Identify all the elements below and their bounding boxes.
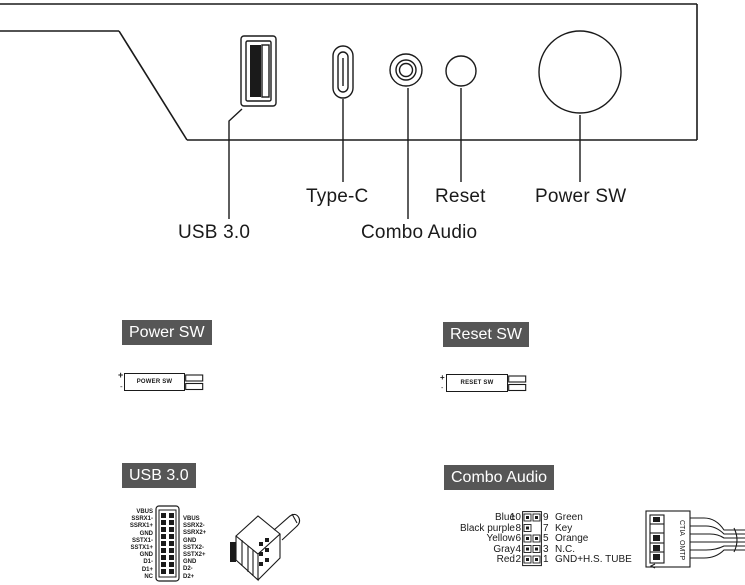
usb30-pin-label: VBUS xyxy=(183,516,200,522)
usb30-port-icon xyxy=(240,35,277,107)
reset-sw-plus-sign: + xyxy=(440,373,445,382)
audio-right-label: Orange xyxy=(555,533,589,544)
power-sw-connector: POWER SW xyxy=(124,373,185,391)
audio-left-label: Blue xyxy=(494,512,515,523)
usb30-pin-label: D1+ xyxy=(141,566,153,573)
audio-left-label: Gray xyxy=(493,543,515,555)
usb30-pin-label: D1- xyxy=(143,559,153,566)
usb30-pin-label: SSTX1- xyxy=(131,537,153,544)
power-sw-connector-pins xyxy=(185,374,204,391)
audio-pin-number: 5 xyxy=(543,533,549,544)
audio-pin-number: 1 xyxy=(543,554,549,565)
combo-audio-section-title: Combo Audio xyxy=(444,465,555,490)
power-button-icon xyxy=(538,30,622,114)
usb30-pin-label: SSRX1+ xyxy=(129,523,153,530)
usb30-pin-label: D2- xyxy=(183,566,193,573)
power-sw-minus-sign: - xyxy=(120,382,123,391)
audio-pin-number: 4 xyxy=(515,543,521,555)
usb30-left-pin-labels: VBUS SSRX1- SSRX1+ GND SSTX1- SSTX1+ GND… xyxy=(118,509,153,581)
audio-pin-number: 6 xyxy=(515,533,521,544)
usb30-pin-label: GND xyxy=(183,559,197,566)
audio-pin-number: 7 xyxy=(543,522,549,534)
reset-button-icon xyxy=(445,55,477,87)
audio-right-label: Key xyxy=(555,522,573,534)
audio-right-label: Green xyxy=(555,512,583,523)
power-sw-connector-label: POWER SW xyxy=(136,379,173,385)
audio-right-label: N.C. xyxy=(555,543,575,555)
power-sw-plus-sign: + xyxy=(118,370,124,380)
audio-left-label: Black purple xyxy=(459,522,515,534)
usb30-pin-label: SSRX1- xyxy=(131,516,153,523)
power-sw-section-title: Power SW xyxy=(122,320,212,345)
usb30-pin-label: SSRX2+ xyxy=(183,530,207,537)
usb30-right-pin-labels: VBUS SSRX2- SSRX2+ GND SSTX2- SSTX2+ GND… xyxy=(183,516,223,581)
audio-plug-label-ctia: CTIA xyxy=(678,520,685,536)
audio-left-label: Yellow xyxy=(486,533,515,544)
audio-pin-number: 10 xyxy=(509,512,521,523)
usb30-pin-label: VBUS xyxy=(136,509,153,515)
reset-sw-connector: RESET SW xyxy=(446,374,508,392)
panel-outline xyxy=(0,3,698,141)
reset-sw-minus-sign: - xyxy=(441,385,444,392)
usb30-pin-label: SSRX2- xyxy=(183,523,205,530)
usb30-pin-label: NC xyxy=(144,573,153,580)
usb30-header-connector xyxy=(155,505,180,582)
combo-audio-callout-label: Combo Audio xyxy=(361,222,478,243)
combo-audio-jack-icon xyxy=(389,53,423,87)
reset-sw-section-title: Reset SW xyxy=(443,322,530,347)
typec-callout-label: Type-C xyxy=(306,186,369,207)
usb30-pin-label: GND xyxy=(139,530,153,537)
usb30-plug-icon xyxy=(230,513,301,582)
audio-pin-number: 8 xyxy=(515,522,521,534)
audio-plug-label-omtp: OMTP xyxy=(678,540,685,561)
reset-sw-connector-pins xyxy=(508,375,527,392)
usb30-section-title: USB 3.0 xyxy=(122,463,196,488)
power-sw-callout-label: Power SW xyxy=(535,186,627,207)
usb30-pin-label: SSTX1+ xyxy=(130,545,153,552)
audio-right-label: GND+H.S. TUBE xyxy=(555,554,632,565)
reset-callout-label: Reset xyxy=(435,186,486,207)
audio-pin-number: 9 xyxy=(543,512,549,523)
typec-port-icon xyxy=(332,45,354,99)
audio-left-label: Red xyxy=(496,554,515,565)
reset-sw-connector-label: RESET SW xyxy=(460,380,494,386)
usb30-pin-label: SSTX2- xyxy=(183,544,205,551)
usb30-pin-label: SSTX2+ xyxy=(183,552,206,559)
audio-pin-number: 3 xyxy=(543,543,549,555)
usb30-pin-label: GND xyxy=(183,537,197,544)
audio-pin-number: 2 xyxy=(515,554,521,565)
usb30-pin-label: GND xyxy=(139,552,153,559)
usb30-callout-label: USB 3.0 xyxy=(178,222,251,243)
combo-audio-header-connector xyxy=(522,511,542,567)
usb30-pin-label: D2+ xyxy=(183,573,195,580)
combo-audio-plug-icon: CTIA OMTP xyxy=(645,510,745,569)
callout-leader-lines xyxy=(228,88,581,219)
